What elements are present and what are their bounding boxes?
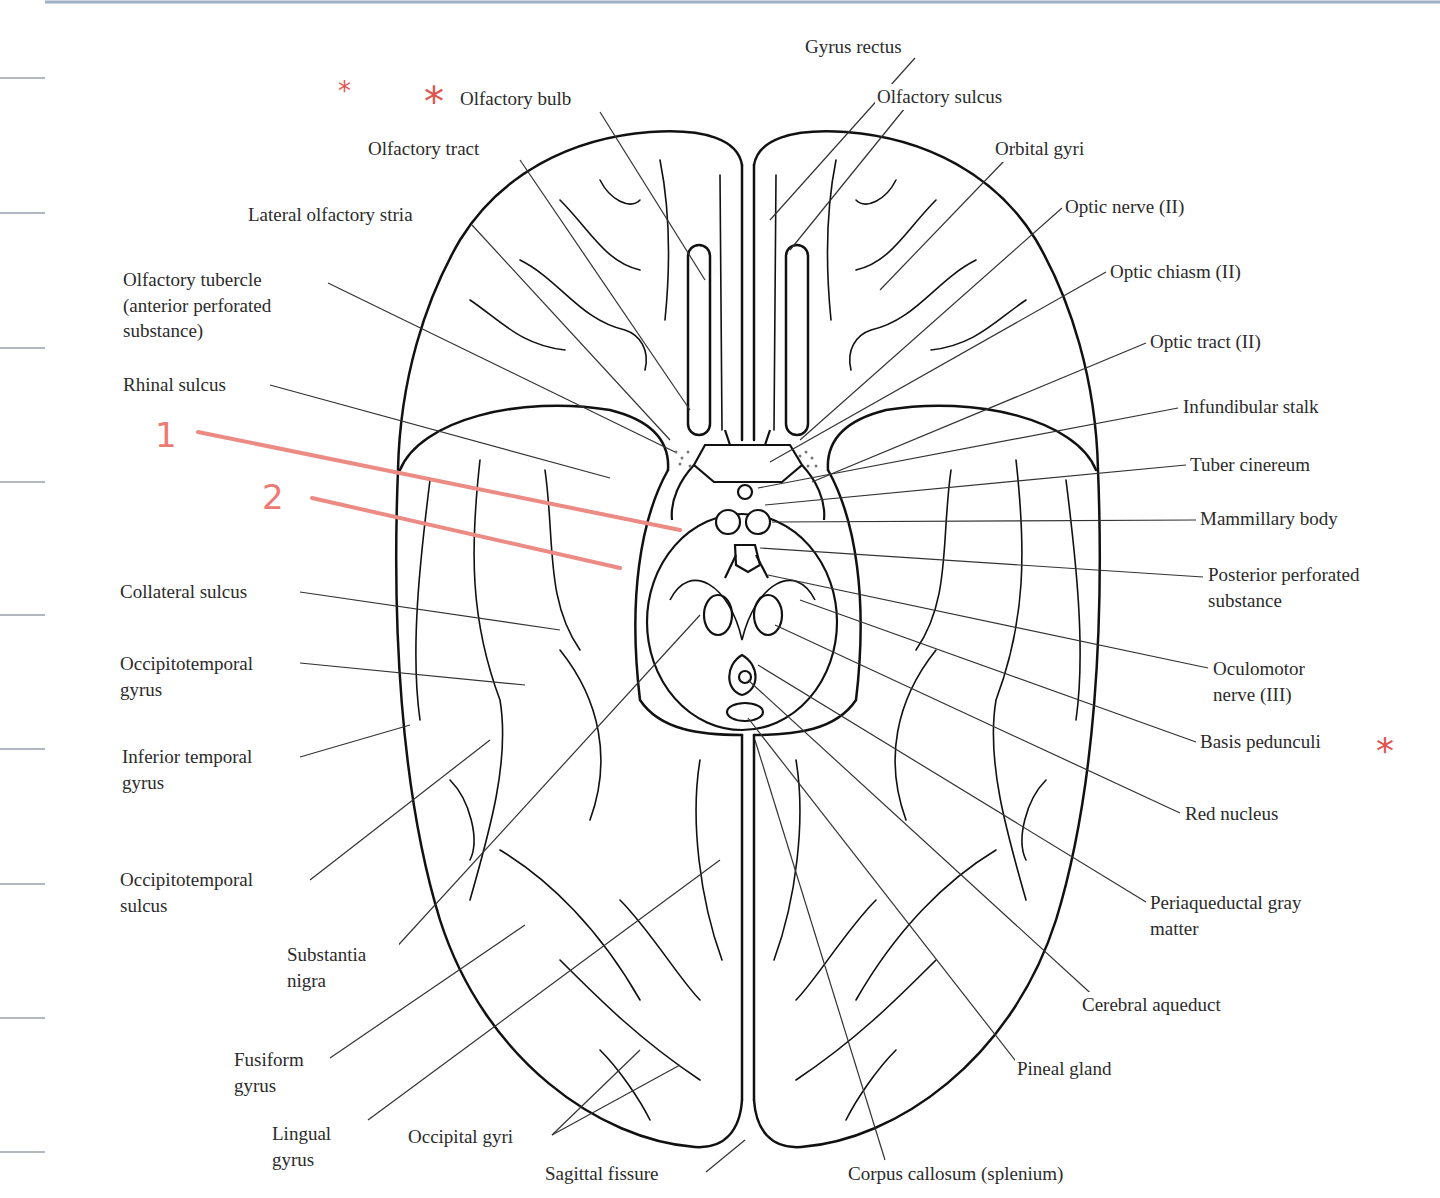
structure-label: Optic tract (II) xyxy=(1148,329,1263,355)
structure-label: Olfactory bulb xyxy=(458,86,573,112)
structure-label: Mammillary body xyxy=(1198,506,1340,532)
brainstem xyxy=(647,430,837,730)
structure-label: Gyrus rectus xyxy=(803,34,904,60)
structure-label: Olfactory tract xyxy=(366,136,481,162)
structure-label: Pineal gland xyxy=(1015,1056,1113,1082)
structure-label: Lingual gyrus xyxy=(270,1121,354,1172)
structure-label: Olfactory sulcus xyxy=(875,84,1004,110)
structure-label: Tuber cinereum xyxy=(1188,452,1312,478)
structure-label: Red nucleus xyxy=(1183,801,1280,827)
asterisk-mark: * xyxy=(338,78,351,104)
asterisk-mark: * xyxy=(424,82,444,122)
structure-label: Sagittal fissure xyxy=(543,1161,660,1187)
page-rules xyxy=(0,2,1440,1152)
callout-number: 2 xyxy=(262,480,284,514)
structure-label: Lateral olfactory stria xyxy=(246,202,415,228)
callout-lines xyxy=(198,432,680,568)
callout-number: 1 xyxy=(155,418,177,452)
structure-label: Optic nerve (II) xyxy=(1063,194,1186,220)
structure-label: Rhinal sulcus xyxy=(121,372,228,398)
structure-label: Periaqueductal gray matter xyxy=(1148,890,1342,941)
structure-label: Optic chiasm (II) xyxy=(1108,259,1243,285)
structure-label: Substantia nigra xyxy=(285,942,399,993)
structure-label: Infundibular stalk xyxy=(1181,394,1321,420)
structure-label: Oculomotor nerve (III) xyxy=(1211,656,1335,707)
structure-label: Occipitotemporal gyrus xyxy=(118,651,287,702)
structure-label: Inferior temporal gyrus xyxy=(120,744,284,795)
structure-label: Basis pedunculi xyxy=(1198,729,1323,755)
structure-label: Occipitotemporal sulcus xyxy=(118,867,287,918)
structure-label: Orbital gyri xyxy=(993,136,1086,162)
structure-label: Collateral sulcus xyxy=(118,579,249,605)
asterisk-mark: * xyxy=(1376,733,1394,769)
structure-label: Occipital gyri xyxy=(406,1124,515,1150)
structure-label: Cerebral aqueduct xyxy=(1080,992,1223,1018)
structure-label: Corpus callosum (splenium) xyxy=(846,1161,1065,1187)
structure-label: Posterior perforated substance xyxy=(1206,562,1425,613)
structure-label: Olfactory tubercle (anterior perforated … xyxy=(121,267,325,344)
structure-label: Fusiform gyrus xyxy=(232,1047,326,1098)
